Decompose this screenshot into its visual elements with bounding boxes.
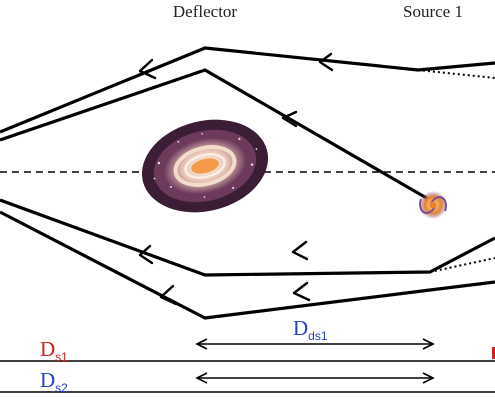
- ray-extension-top: [417, 69, 495, 79]
- ray-outer-top: [0, 46, 495, 134]
- deflector-label: Deflector: [173, 2, 238, 21]
- arrow-ray-outer-bottom-left: [159, 284, 178, 306]
- dds1-arrow-left-head: [195, 338, 208, 350]
- ds1-label-sub: s1: [55, 350, 68, 364]
- distance-lines: [0, 338, 495, 393]
- dds1-label-sub: ds1: [308, 329, 328, 343]
- ds1-label: Ds1: [40, 337, 68, 364]
- ds2-label-main: D: [40, 368, 55, 392]
- ray-inner-bottom: [0, 198, 495, 277]
- dds1-arrow-right-head: [422, 338, 435, 350]
- ds2-label: Ds2: [40, 368, 68, 395]
- arrow-ray-inner-top: [281, 110, 298, 128]
- ds1-label-main: D: [40, 337, 55, 361]
- source-core: [429, 201, 437, 209]
- arrow-ray-outer-bottom-right: [292, 281, 311, 302]
- d-lower-arrow-right-head: [422, 372, 435, 384]
- arrow-ray-inner-bottom-left: [138, 244, 154, 265]
- arrow-ray-outer-top-left: [138, 58, 157, 80]
- source-arm-1: [430, 196, 447, 212]
- cropped-label-fragment: [492, 347, 495, 359]
- arrow-ray-inner-bottom-right: [291, 240, 309, 261]
- spiral-source-galaxy-icon: [419, 191, 447, 219]
- dds1-label-main: D: [293, 316, 308, 340]
- ray-extensions: [417, 69, 495, 273]
- lens-galaxy-icon: [141, 119, 269, 213]
- ds2-label-sub: s2: [55, 381, 68, 395]
- galaxy-stars: [153, 132, 258, 198]
- ray-outer-bottom: [0, 210, 495, 320]
- source-label: Source 1: [403, 2, 463, 21]
- ray-arrows: [138, 52, 334, 306]
- dds1-label: Dds1: [293, 316, 328, 343]
- source-arm-2: [419, 198, 436, 214]
- galaxy-ring: [173, 145, 237, 187]
- ray-inner-top: [0, 68, 431, 202]
- arrow-ray-outer-top-right: [318, 52, 334, 72]
- galaxy-inner-ring: [184, 153, 226, 179]
- d-lower-arrow-left-head: [195, 372, 208, 384]
- light-rays: [0, 46, 495, 320]
- galaxy-core: [191, 158, 219, 174]
- ray-extension-bottom: [429, 257, 495, 273]
